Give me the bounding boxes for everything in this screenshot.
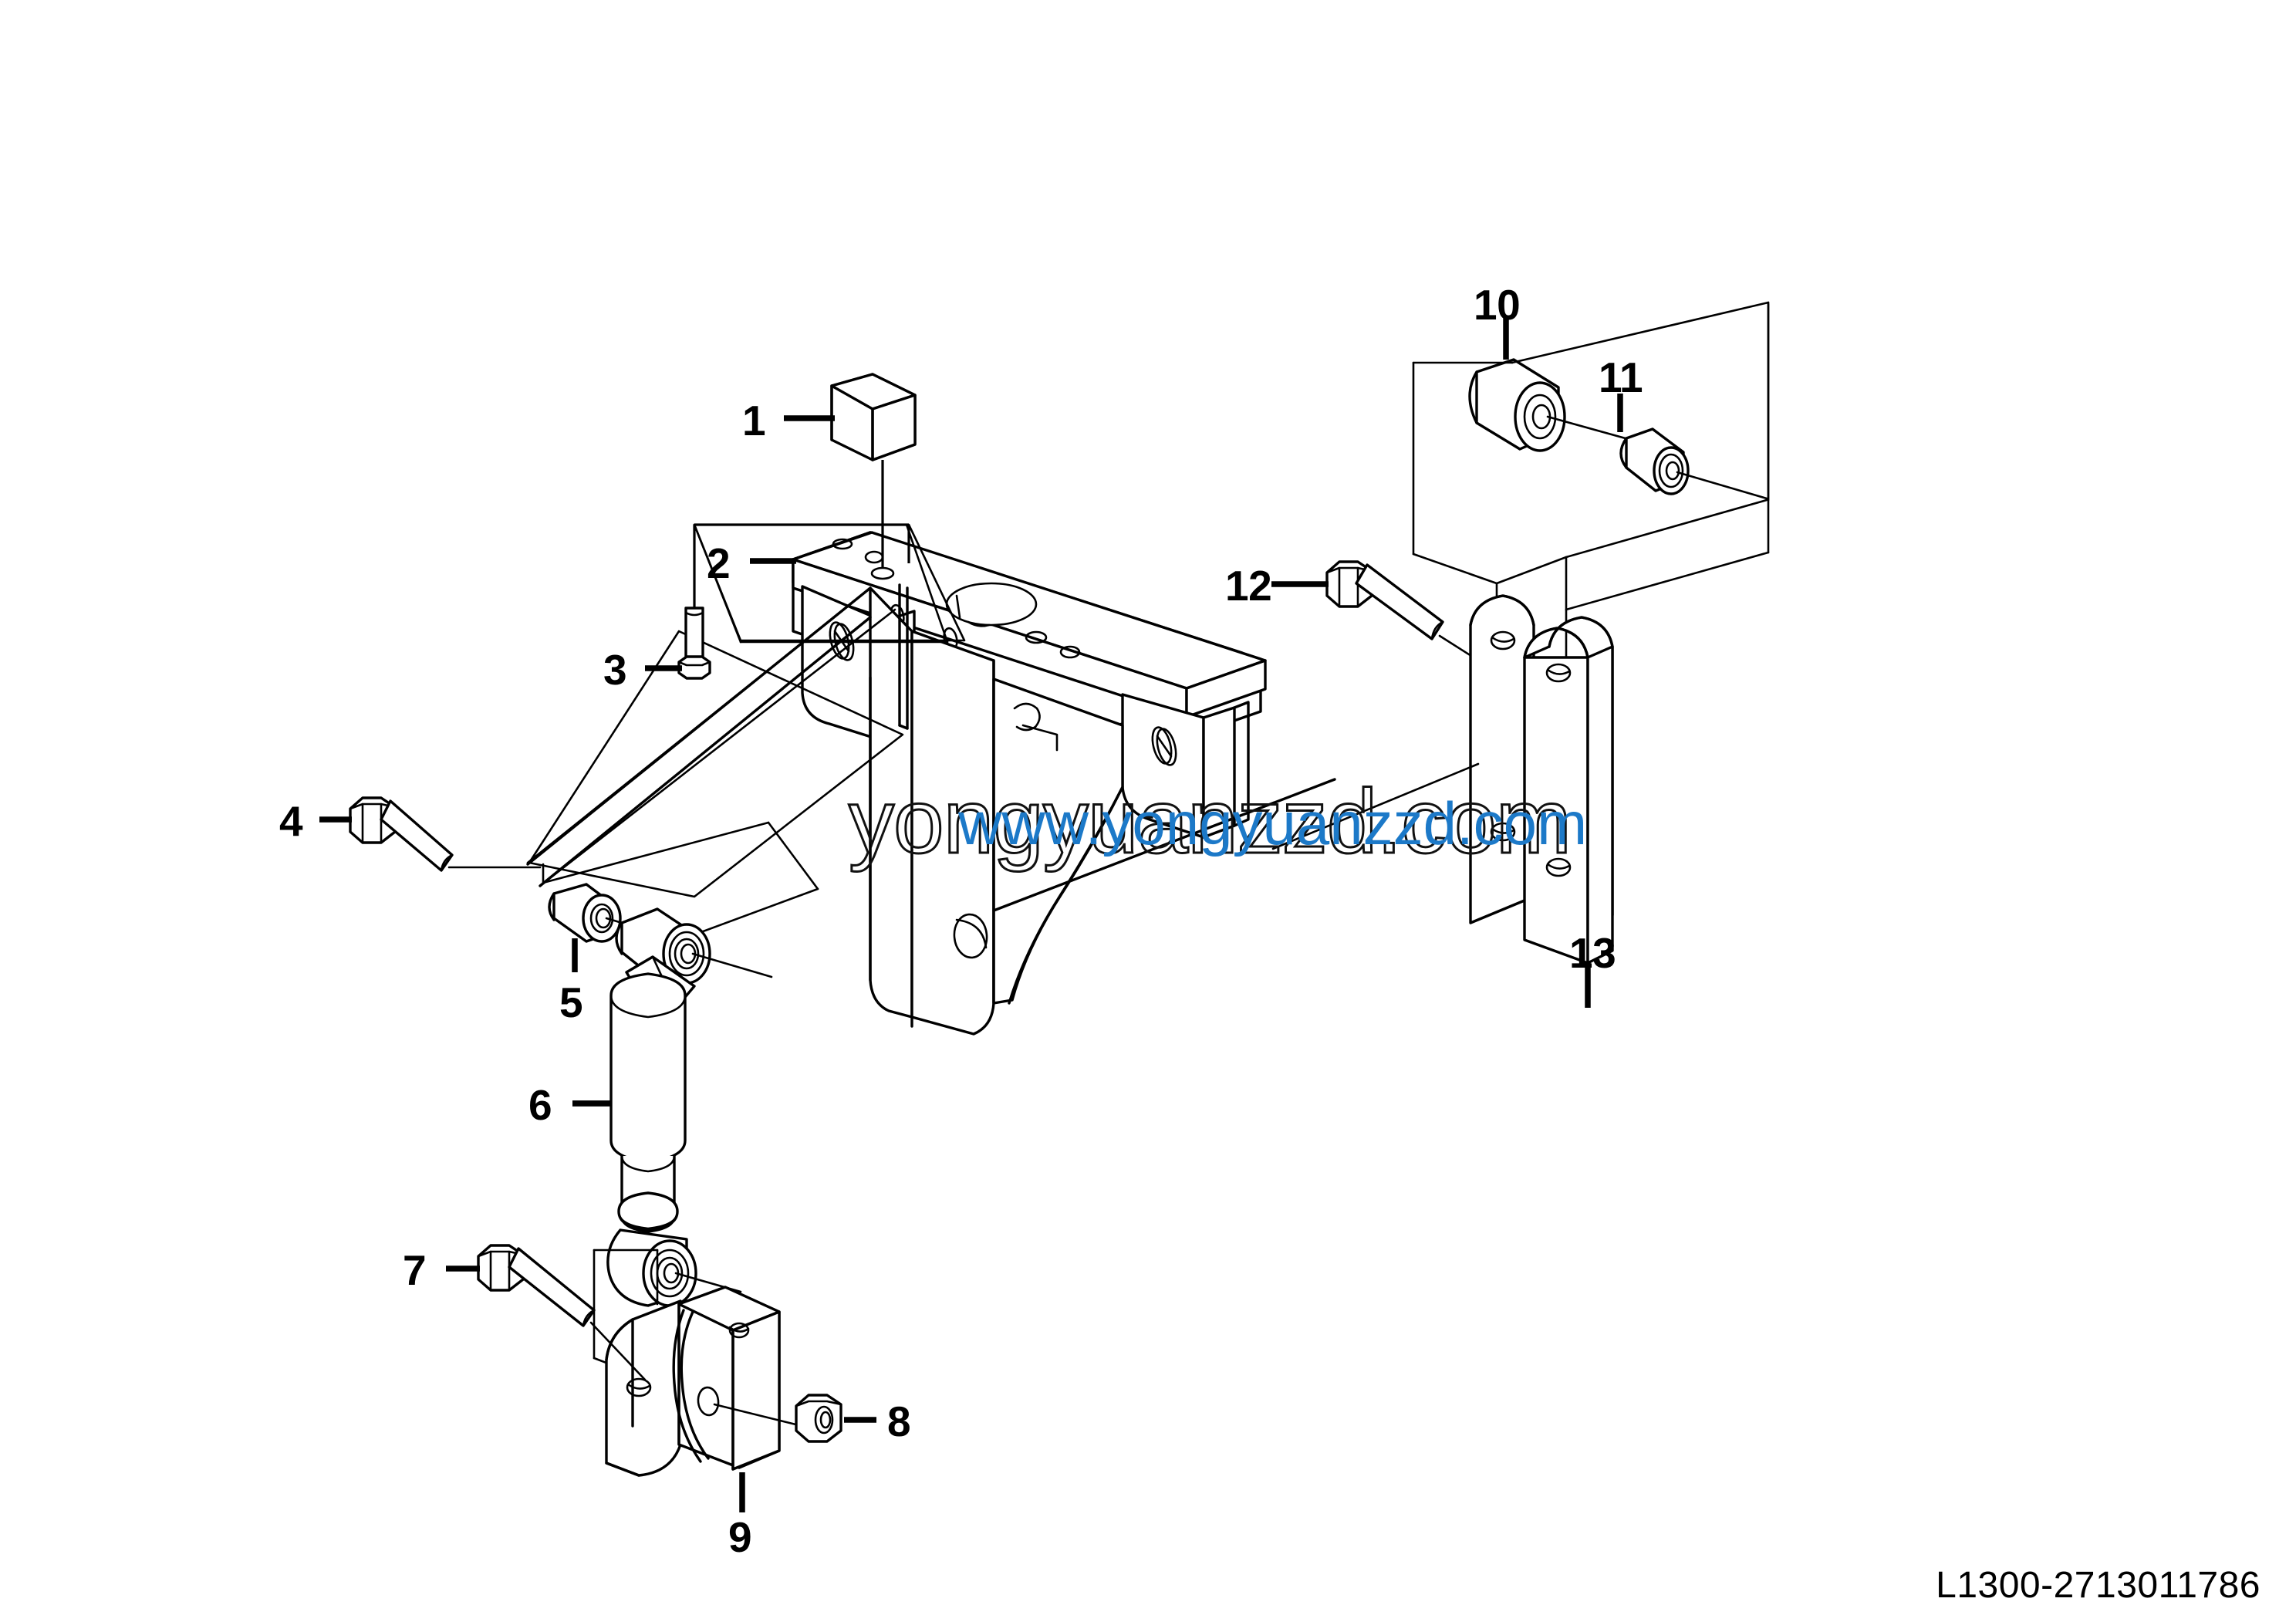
shock-absorber [572,907,773,1307]
long-hex-bolt-upper [349,586,896,887]
assembly-guide-lines [528,531,904,898]
bushing-guide-panel [1412,301,1770,719]
callout-leaders [319,415,1329,1423]
short-bolt [677,523,966,680]
mounting-plate-pair [1271,594,1614,1008]
callout-label-10: 10 [1474,281,1521,329]
callout-label-9: 9 [728,1513,752,1561]
large-bushing [1468,318,1660,452]
rubber-block-stop [830,373,917,580]
callout-label-4: 4 [279,797,303,845]
callout-label-7: 7 [403,1246,427,1294]
callout-label-13: 13 [1569,929,1616,977]
callout-label-11: 11 [1599,353,1643,401]
callout-label-3: 3 [603,646,627,694]
callout-label-1: 1 [742,397,766,444]
callout-label-2: 2 [707,539,731,587]
hex-bolt-plate [1325,560,1504,678]
drawing-part-number: L1300-2713011786 [1936,1565,2261,1606]
lower-mounting-bracket [605,1286,829,1512]
callout-label-8: 8 [887,1397,911,1445]
callout-label-5: 5 [559,978,583,1026]
callout-label-6: 6 [528,1081,552,1129]
callout-label-12: 12 [1225,562,1272,610]
long-hex-bolt-lower [477,1244,647,1381]
small-bushing-sleeve [1617,394,1768,500]
hex-nut [795,1394,842,1443]
